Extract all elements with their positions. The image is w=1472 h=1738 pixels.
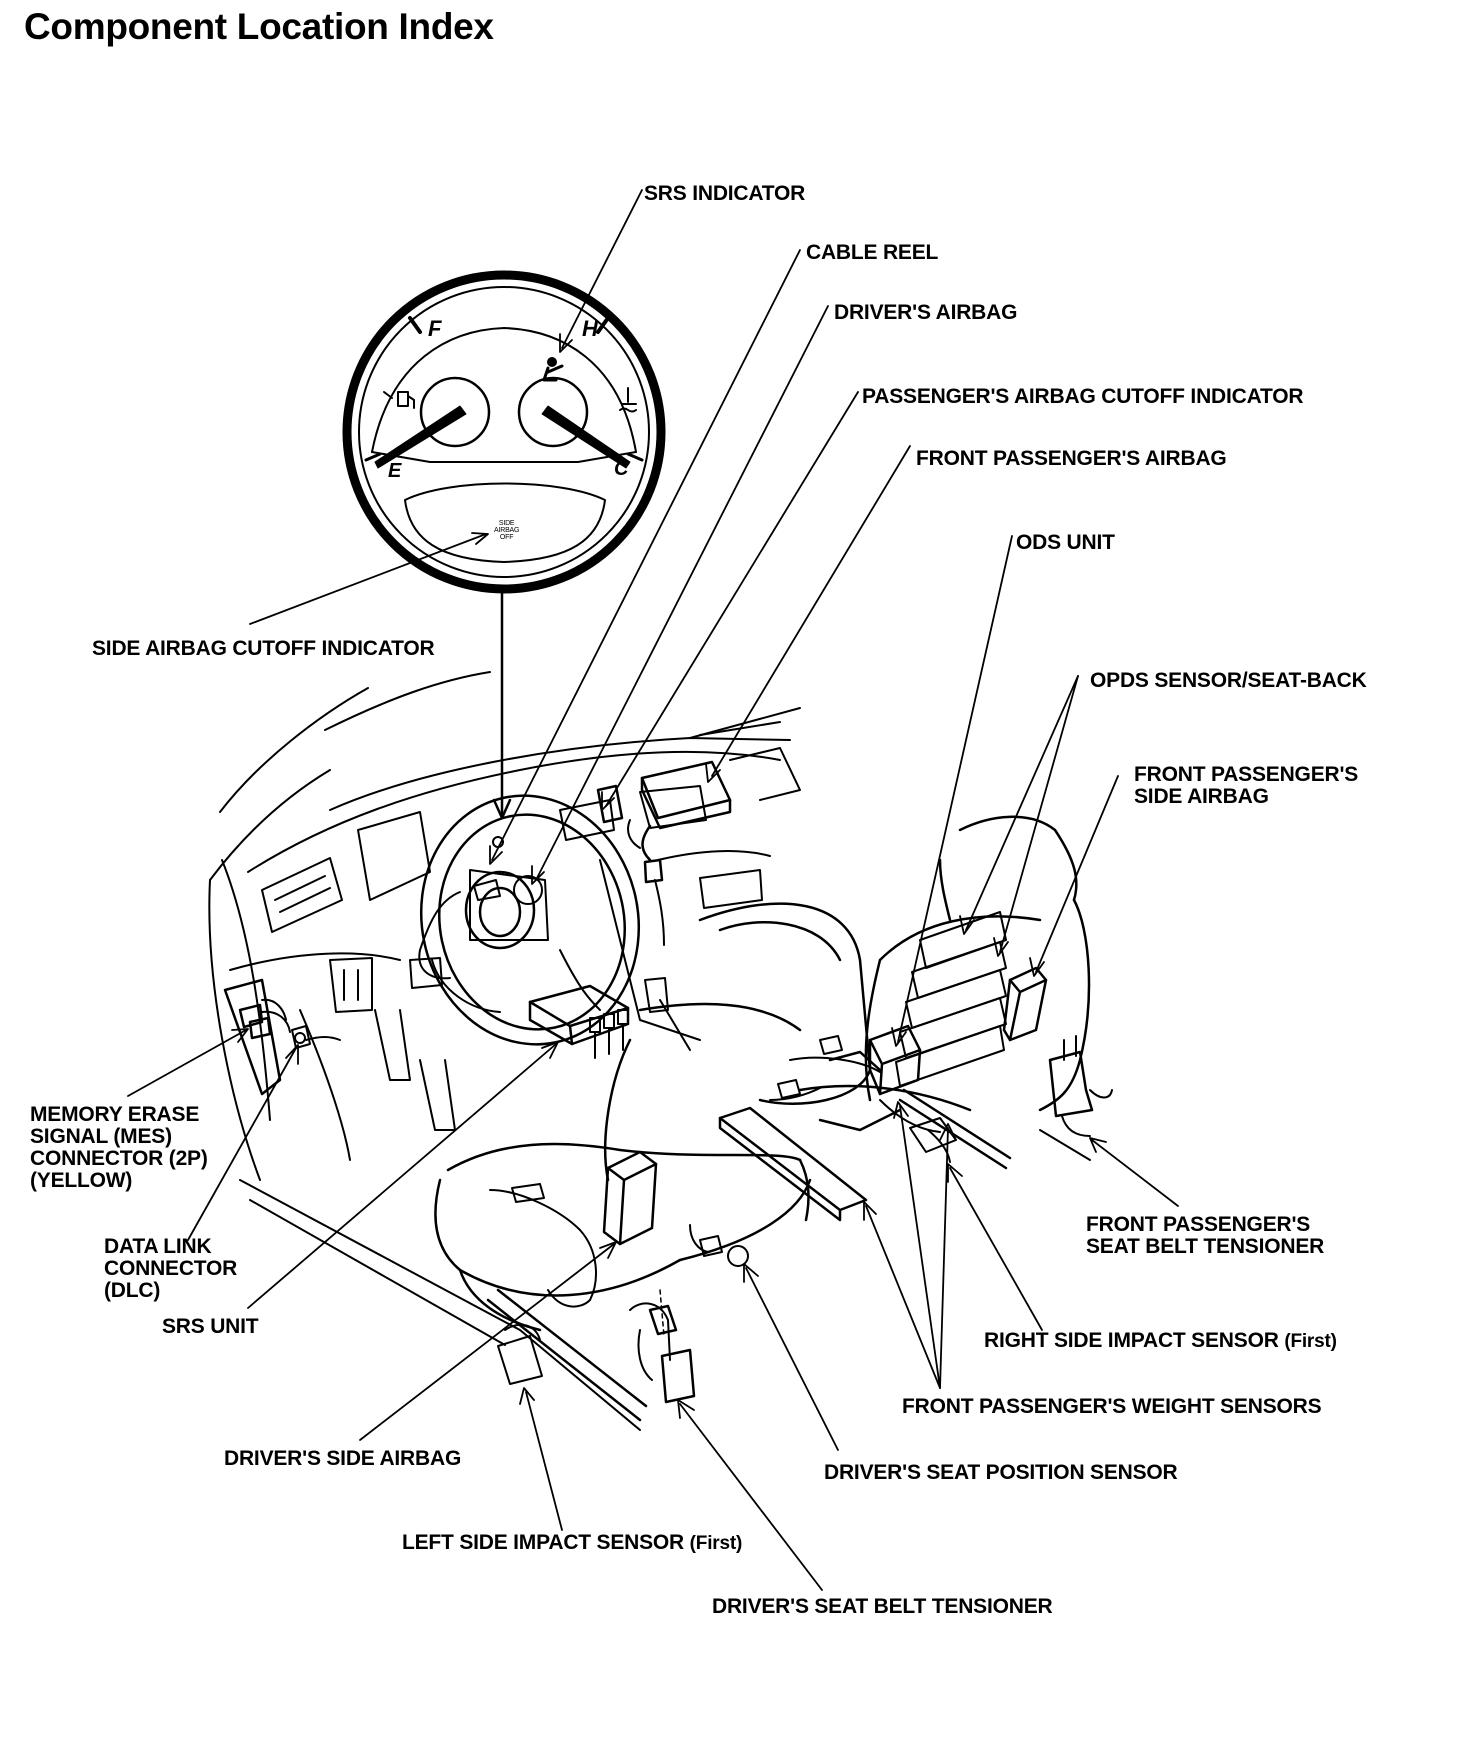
- coolant-temp-icon: [619, 387, 637, 413]
- label-front-passengers-airbag: FRONT PASSENGER'S AIRBAG: [916, 447, 1227, 470]
- label-drivers-seat-belt-tensioner: DRIVER'S SEAT BELT TENSIONER: [712, 1595, 1053, 1618]
- fuel-empty-mark: E: [388, 460, 402, 482]
- label-front-passengers-weight-sensors: FRONT PASSENGER'S WEIGHT SENSORS: [902, 1395, 1322, 1418]
- label-drivers-airbag: DRIVER'S AIRBAG: [834, 301, 1018, 324]
- left-side-impact-sensor-note: (First): [689, 1533, 743, 1554]
- passenger-airbag-module: [596, 760, 732, 946]
- label-front-passengers-seat-belt-tensioner: FRONT PASSENGER'S SEAT BELT TENSIONER: [1086, 1213, 1325, 1258]
- temperature-gauge: [517, 316, 644, 469]
- label-srs-unit: SRS UNIT: [162, 1315, 259, 1338]
- label-right-side-impact-sensor: RIGHT SIDE IMPACT SENSOR (First): [984, 1330, 1337, 1353]
- left-side-impact-sensor-name: LEFT SIDE IMPACT SENSOR: [402, 1531, 685, 1554]
- right-side-impact-sensor-note: (First): [1284, 1331, 1337, 1352]
- fuel-pump-icon: [397, 391, 415, 409]
- label-ods-unit: ODS UNIT: [1016, 531, 1115, 554]
- temp-cold-mark: C: [614, 458, 629, 480]
- temp-hot-mark: H: [582, 316, 598, 341]
- side-airbag-off-lamp: SIDE AIRBAG OFF: [494, 520, 520, 541]
- srs-warning-icon: [542, 357, 564, 382]
- label-cable-reel: CABLE REEL: [806, 241, 939, 264]
- fuel-full-mark: F: [428, 316, 442, 341]
- right-side-impact-sensor-name: RIGHT SIDE IMPACT SENSOR: [984, 1329, 1279, 1352]
- label-side-airbag-cutoff-indicator: SIDE AIRBAG CUTOFF INDICATOR: [92, 637, 435, 660]
- label-memory-erase-signal-connector: MEMORY ERASE SIGNAL (MES) CONNECTOR (2P)…: [30, 1103, 208, 1192]
- label-opds-sensor-seat-back: OPDS SENSOR/SEAT-BACK: [1090, 669, 1367, 692]
- label-drivers-seat-position-sensor: DRIVER'S SEAT POSITION SENSOR: [824, 1461, 1178, 1484]
- drivers-seat: [434, 902, 872, 1422]
- label-passengers-airbag-cutoff-indicator: PASSENGER'S AIRBAG CUTOFF INDICATOR: [862, 385, 1304, 408]
- page-title: Component Location Index: [24, 6, 494, 47]
- label-front-passengers-side-airbag: FRONT PASSENGER'S SIDE AIRBAG: [1134, 763, 1359, 808]
- fuel-gauge: [364, 316, 491, 469]
- label-drivers-side-airbag: DRIVER'S SIDE AIRBAG: [224, 1447, 462, 1470]
- kick-panel: [223, 978, 341, 1096]
- label-srs-indicator: SRS INDICATOR: [644, 182, 806, 205]
- label-left-side-impact-sensor: LEFT SIDE IMPACT SENSOR (First): [402, 1532, 742, 1555]
- srs-unit-module: [528, 984, 630, 1059]
- leader-lines: [127, 189, 1179, 1591]
- steering-wheel: [409, 794, 641, 1046]
- car-interior-outline: [208, 671, 801, 1431]
- gauge-cluster: [342, 270, 666, 594]
- label-data-link-connector: DATA LINK CONNECTOR (DLC): [104, 1235, 238, 1302]
